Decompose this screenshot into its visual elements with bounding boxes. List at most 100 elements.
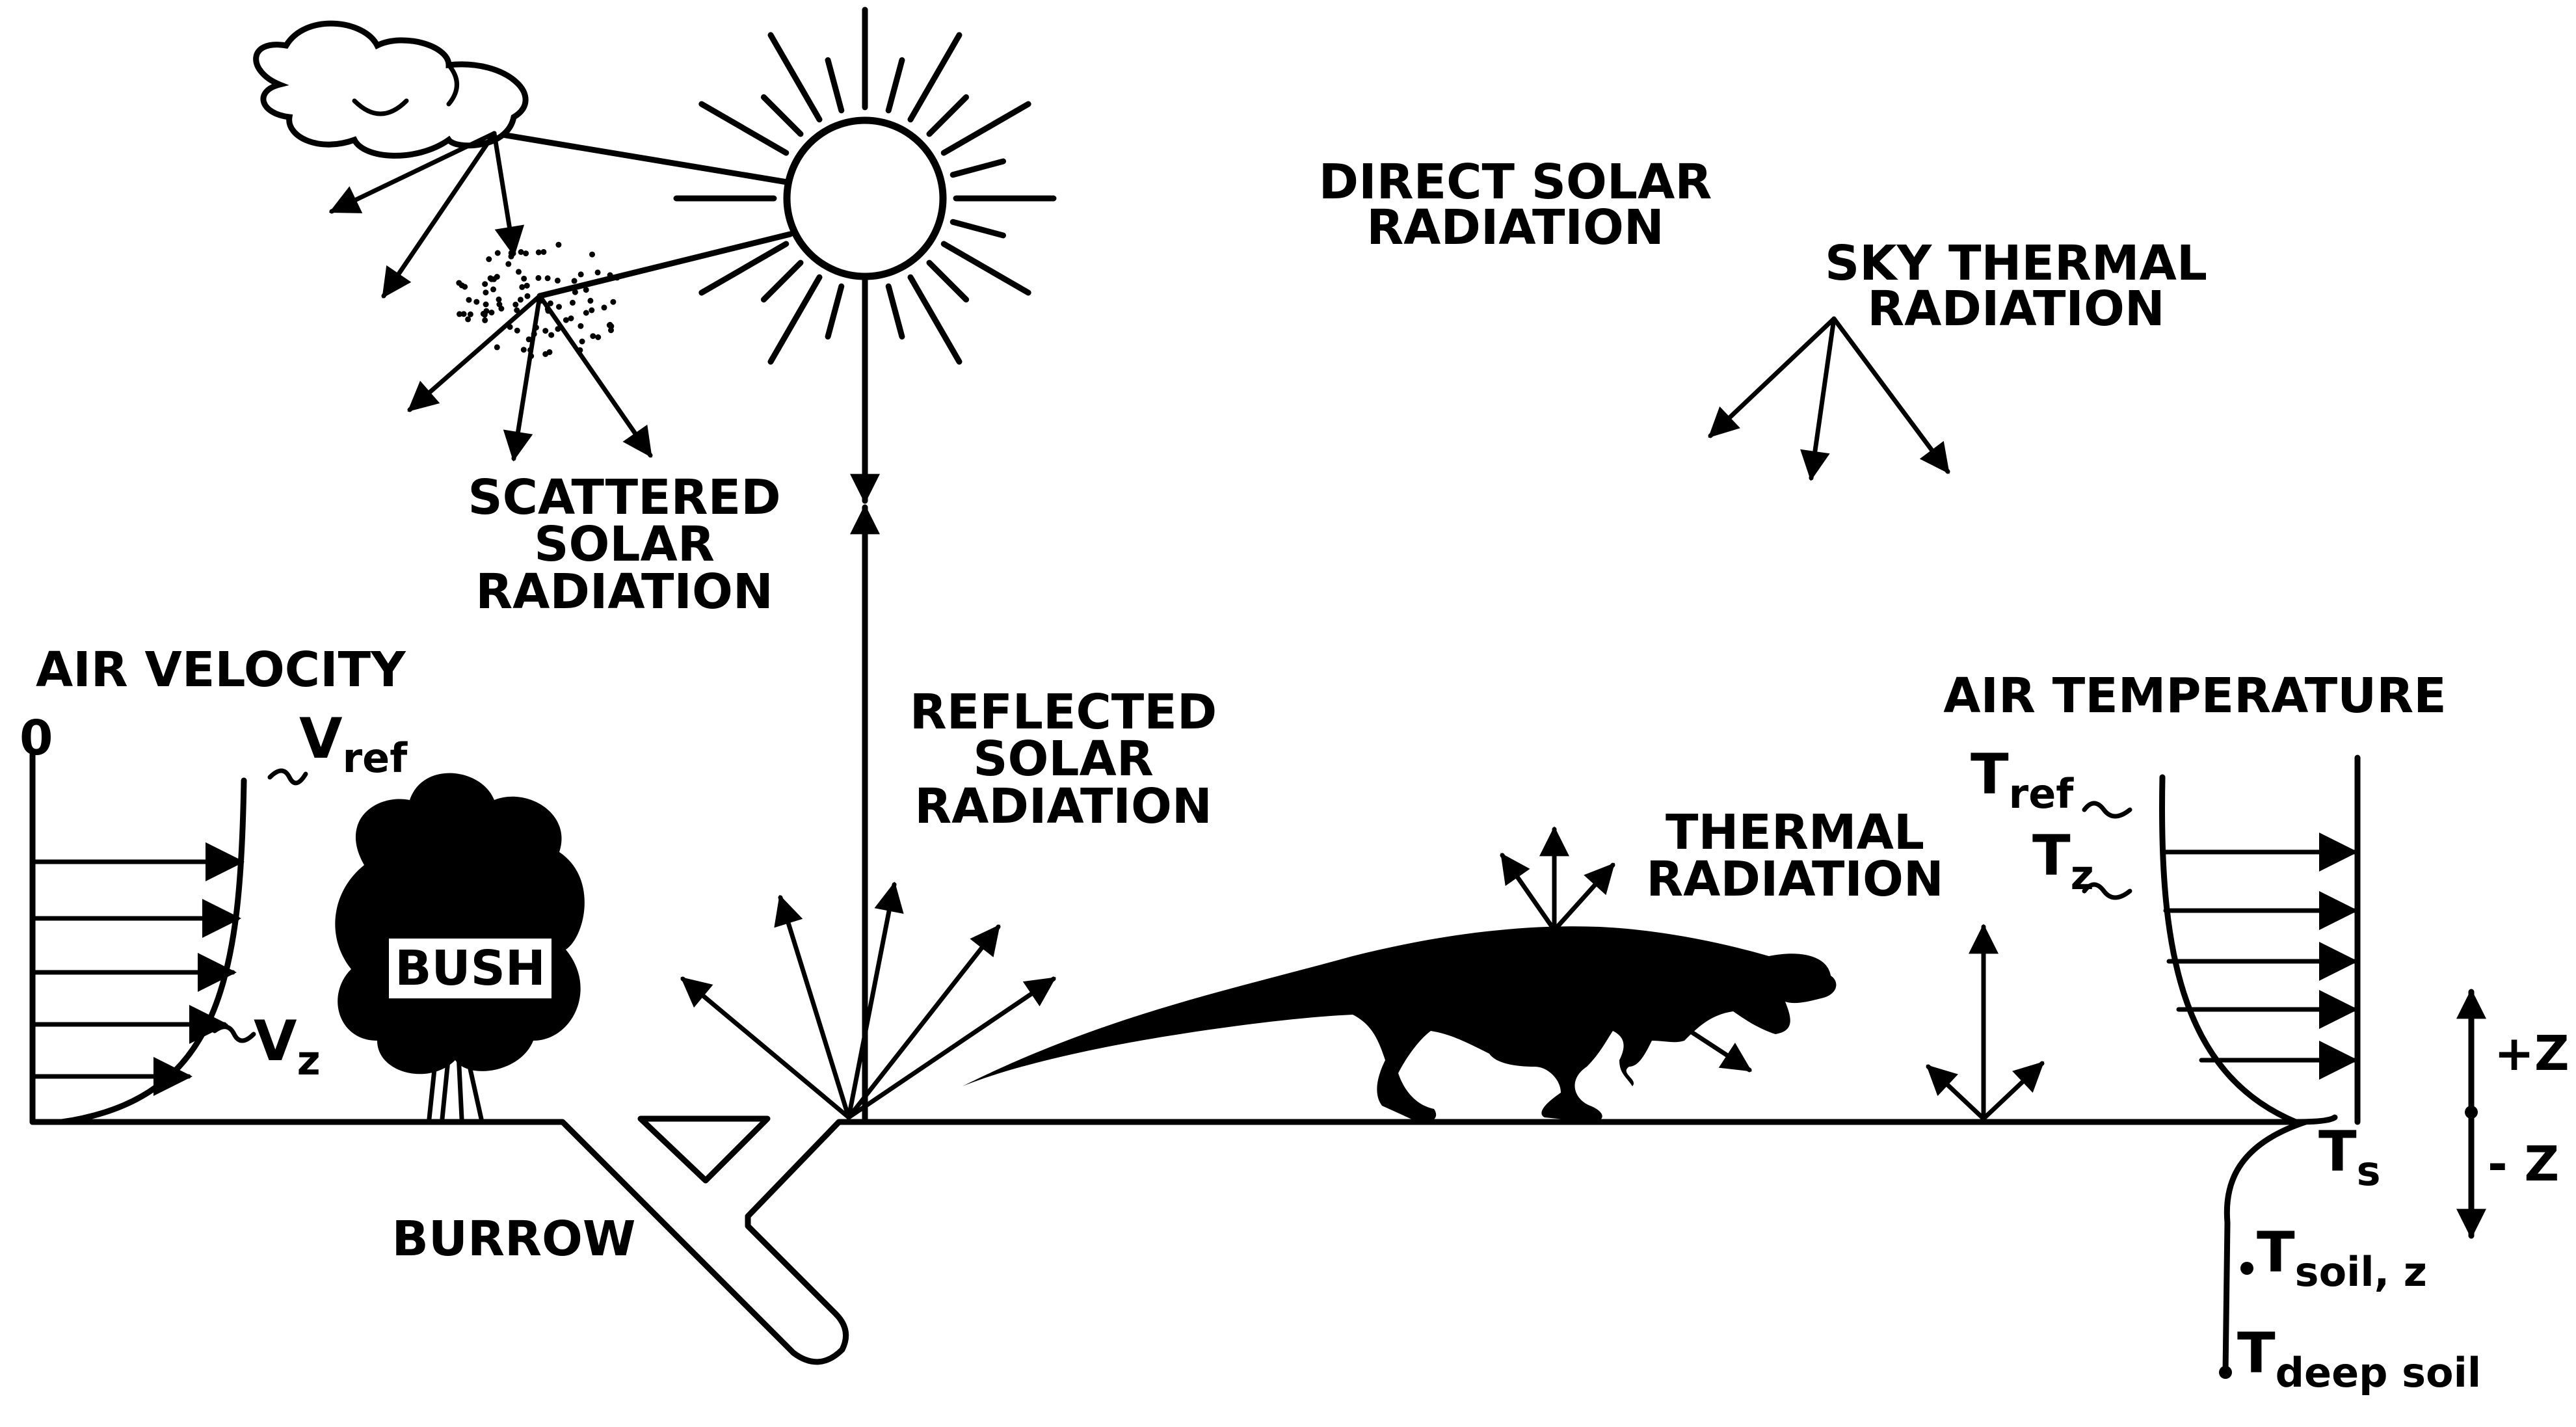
scatter-dot — [540, 248, 547, 255]
sun-to-cloud-line — [491, 130, 790, 185]
sun-ray — [760, 94, 804, 137]
scatter-dot — [556, 304, 562, 310]
scatter-dot — [572, 289, 578, 295]
t-s-symbol: Ts — [2318, 1119, 2381, 1195]
scatter-dot — [490, 286, 496, 293]
sun-ray — [940, 241, 1031, 296]
scatter-dot — [482, 317, 488, 323]
scatter-dot — [524, 293, 531, 299]
scatter-dot — [608, 327, 614, 334]
scatter-dot — [568, 315, 574, 321]
scatter-dot — [494, 274, 500, 280]
scatter-dot — [518, 249, 524, 255]
plus-z-label: +Z — [2494, 1026, 2569, 1082]
scatter-dot — [496, 301, 503, 308]
sun-ray — [949, 219, 1007, 239]
sun-icon — [673, 7, 1057, 365]
sun-ray — [907, 274, 963, 365]
bush-icon — [335, 773, 585, 1121]
scatter-dot — [516, 269, 522, 275]
scatter-dot — [570, 299, 576, 306]
reflected-label-1: REFLECTED — [910, 684, 1217, 740]
scatter-dot — [488, 310, 495, 315]
scatter-dot — [546, 349, 553, 355]
scatter-dot — [535, 274, 542, 281]
cloud-icon — [253, 20, 529, 159]
scatter-dot — [482, 281, 488, 287]
sun-ray — [940, 101, 1031, 156]
scatter-dot — [483, 301, 489, 308]
air-velocity-profile — [29, 751, 308, 1125]
v-z-symbol: Vz — [254, 1009, 321, 1084]
scatter-dot — [494, 344, 500, 351]
scatter-dot — [467, 311, 473, 317]
v-ref-symbol: Vref — [299, 706, 408, 782]
scatter-dot — [594, 269, 601, 276]
air-velocity-label: AIR VELOCITY — [36, 642, 406, 698]
sun-ray — [926, 94, 970, 137]
scatter-dot — [578, 323, 584, 329]
sun-to-scatter-line — [537, 231, 793, 299]
scatter-dot — [514, 327, 520, 334]
scatter-dot — [483, 289, 489, 296]
sun-ray — [767, 274, 823, 365]
scatter-dot — [456, 280, 462, 286]
sky-thermal-label-2: RADIATION — [1867, 281, 2165, 337]
minus-z-label: - Z — [2488, 1136, 2559, 1192]
cloud-scatter-arrows — [328, 131, 525, 299]
soil-temperature-profile — [2219, 1119, 2309, 1379]
reflected-label-3: RADIATION — [914, 779, 1212, 834]
scatter-dot — [610, 299, 617, 305]
scatter-dot — [521, 275, 527, 282]
scatter-dot — [512, 301, 519, 308]
air-temperature-profile — [2082, 754, 2361, 1125]
dinosaur-icon — [963, 926, 1837, 1123]
scatter-dot — [589, 307, 595, 313]
scatter-dot — [587, 297, 594, 304]
scatter-dot — [523, 250, 529, 257]
scatter-dot — [519, 284, 525, 290]
t-ref-symbol: Tref — [1971, 742, 2074, 818]
t-soil-z-symbol: Tsoil, z — [2257, 1220, 2427, 1296]
scatter-dot — [514, 307, 520, 313]
scatter-dot — [555, 241, 562, 248]
sky-thermal-arrows — [1708, 316, 1950, 481]
scatter-dot — [578, 271, 584, 278]
scatter-dot — [607, 321, 613, 328]
scatter-dot — [579, 338, 585, 345]
air-temperature-label: AIR TEMPERATURE — [1943, 668, 2447, 724]
scatter-dot — [583, 310, 589, 316]
scatter-dot — [614, 274, 620, 281]
scatter-dot — [590, 333, 596, 340]
sun-ray — [949, 158, 1007, 178]
scatter-dot — [496, 296, 502, 302]
z-axis — [2456, 989, 2486, 1239]
scatter-dot — [554, 277, 561, 284]
t-z-symbol: Tz — [2032, 823, 2094, 899]
scatter-dot — [583, 287, 589, 293]
scatter-dot — [547, 300, 553, 306]
sun-ray — [885, 57, 905, 114]
scatter-dot — [483, 308, 490, 314]
scatter-dot — [473, 299, 480, 305]
scattered-label-2: SOLAR — [534, 516, 715, 572]
scatter-dot — [595, 334, 602, 340]
t-deep-soil-symbol: Tdeep soil — [2237, 1321, 2481, 1396]
scatter-dot — [589, 251, 595, 258]
sun-ray — [907, 32, 963, 123]
dino-thermal-arrows — [1500, 826, 1615, 933]
scatter-dot — [544, 275, 551, 282]
burrow-icon — [637, 1115, 771, 1184]
scatter-dot — [486, 256, 492, 262]
scatter-dot — [601, 304, 607, 311]
scatter-dot — [460, 311, 467, 317]
scatter-dot — [548, 332, 555, 338]
scatter-dot — [505, 261, 512, 267]
scatter-dot — [542, 328, 549, 334]
scattered-arrows — [407, 293, 653, 462]
sun-ray — [698, 101, 790, 156]
sky-thermal-label-1: SKY THERMAL — [1825, 235, 2207, 291]
scatter-dot — [520, 347, 527, 353]
sun-ray — [698, 241, 790, 296]
